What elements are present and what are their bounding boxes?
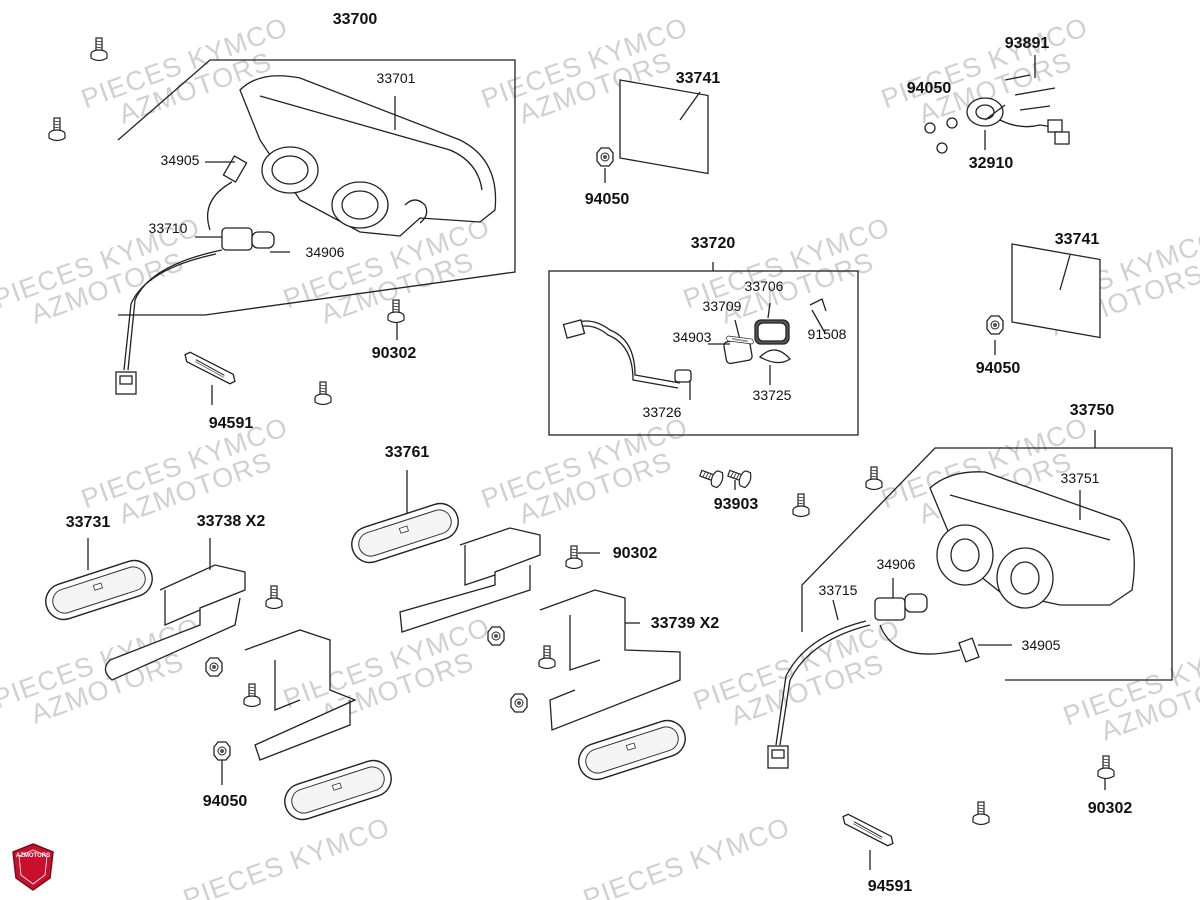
label-33725: 33725	[752, 387, 792, 403]
label-94050-top: 94050	[584, 191, 630, 208]
label-34906-right: 34906	[876, 556, 916, 572]
label-33700: 33700	[332, 11, 378, 28]
label-33739: 33739 X2	[650, 615, 720, 632]
label-90302-mid: 90302	[612, 545, 658, 562]
label-34903: 34903	[672, 329, 712, 345]
label-32910: 32910	[968, 155, 1014, 172]
label-90302-bottom: 90302	[1087, 800, 1133, 817]
label-33720: 33720	[690, 235, 736, 252]
label-34905-right: 34905	[1021, 637, 1061, 653]
label-33750: 33750	[1069, 402, 1115, 419]
label-33741-top: 33741	[675, 70, 721, 87]
label-33741-right: 33741	[1054, 231, 1100, 248]
label-33726: 33726	[642, 404, 682, 420]
label-33710: 33710	[148, 220, 188, 236]
label-33731: 33731	[65, 514, 111, 531]
label-93891: 93891	[1004, 35, 1050, 52]
label-34906-top: 34906	[305, 244, 345, 260]
label-33706: 33706	[744, 278, 784, 294]
label-94050-switch: 94050	[906, 80, 952, 97]
label-93903: 93903	[713, 496, 759, 513]
logo-text: AZMOTORS	[15, 853, 51, 859]
label-33761: 33761	[384, 444, 430, 461]
label-94591-top: 94591	[208, 415, 254, 432]
label-94591-bottom: 94591	[867, 878, 913, 895]
label-94050-bottom: 94050	[202, 793, 248, 810]
label-33751: 33751	[1060, 470, 1100, 486]
azmotors-logo	[12, 843, 54, 891]
label-90302-top: 90302	[371, 345, 417, 362]
label-91508: 91508	[807, 326, 847, 342]
label-33709: 33709	[702, 298, 742, 314]
label-33701: 33701	[376, 70, 416, 86]
label-33738: 33738 X2	[196, 513, 266, 530]
label-33715: 33715	[818, 582, 858, 598]
label-94050-right: 94050	[975, 360, 1021, 377]
label-34905-top: 34905	[160, 152, 200, 168]
